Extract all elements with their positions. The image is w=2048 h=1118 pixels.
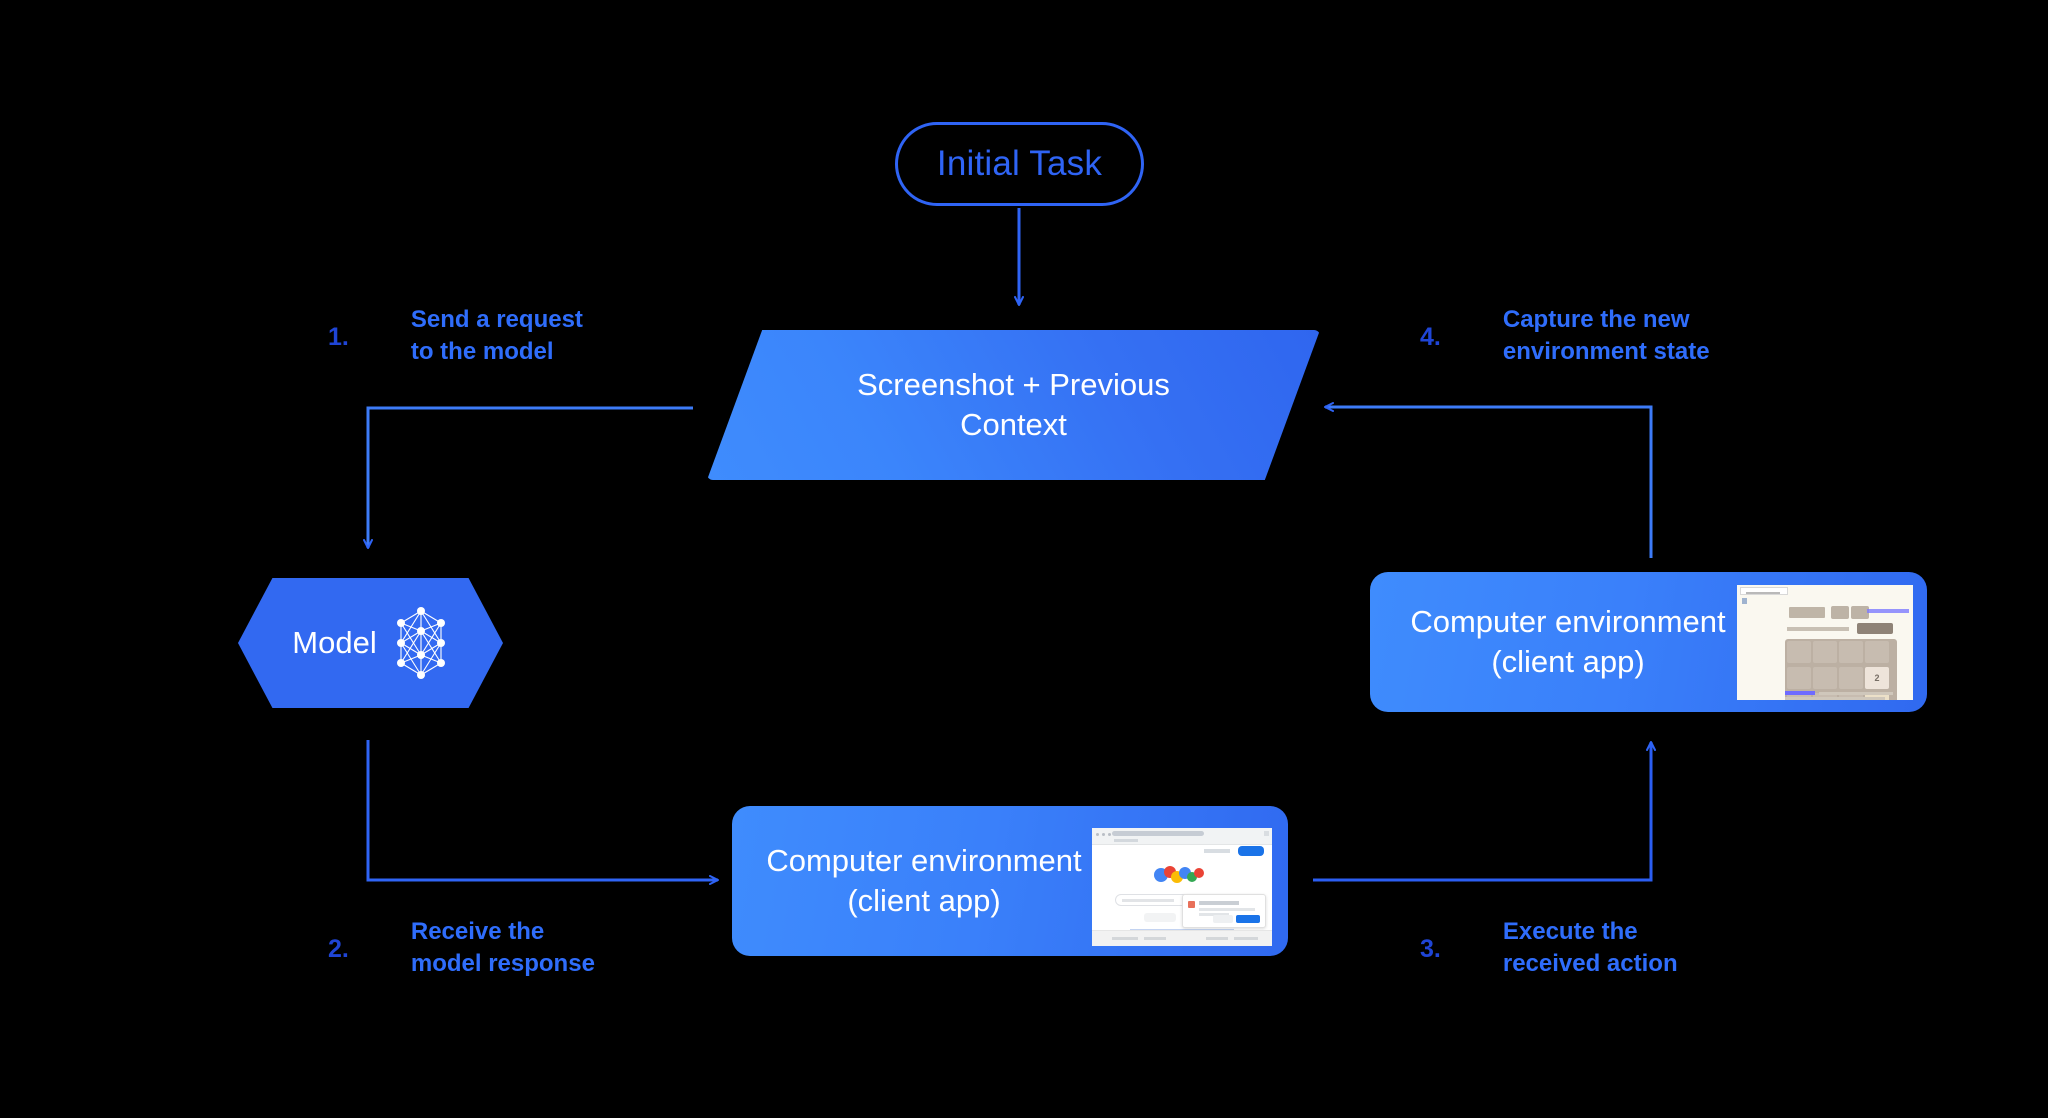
wire-model-to-env-bottom <box>366 740 719 885</box>
sign-in-button[interactable] <box>1238 846 1264 856</box>
footer-text-2 <box>1785 697 1885 700</box>
step-1-number: 1. <box>328 323 349 351</box>
score-box <box>1831 606 1849 619</box>
wire-env-bottom-to-env-right <box>1313 741 1656 882</box>
parallelogram-shape <box>707 330 1320 480</box>
window-close-icon[interactable] <box>1264 831 1269 836</box>
instructions-text <box>1787 627 1849 631</box>
thumbnail-google-search <box>1092 828 1272 946</box>
new-game-button[interactable] <box>1857 623 1893 634</box>
step-3: 3. Execute the received action <box>1420 916 1678 979</box>
wire-env-right-to-context <box>1324 402 1653 558</box>
popup-cancel-button[interactable] <box>1213 915 1233 923</box>
browser-chrome-bar <box>1092 828 1272 845</box>
step-4: 4. Capture the new environment state <box>1420 304 1710 367</box>
step-3-number: 3. <box>1420 935 1441 963</box>
page-footer <box>1092 930 1272 946</box>
top-right-links <box>1204 849 1230 853</box>
step-2-text: Receive the model response <box>410 918 595 977</box>
url-bar[interactable] <box>1112 831 1204 836</box>
thumbnail-2048-game: 2 4 4 8 <box>1737 585 1913 700</box>
step-1: 1. Send a request to the model <box>328 304 583 367</box>
best-score-box <box>1851 606 1869 619</box>
google-logo <box>1154 866 1204 883</box>
site-logo-2048 <box>1789 607 1825 618</box>
wire-context-to-model <box>363 406 693 549</box>
node-model[interactable]: Model <box>238 578 503 708</box>
browser-popup-dialog[interactable] <box>1182 894 1266 928</box>
game-board: 2 4 4 8 <box>1785 639 1897 700</box>
footer-link <box>1785 691 1815 695</box>
footer-text <box>1819 692 1893 695</box>
bookmark-bar <box>1114 839 1138 842</box>
step-1-text: Send a request to the model <box>410 306 583 365</box>
browser-tab <box>1740 587 1788 595</box>
node-screenshot-context[interactable]: Screenshot + Previous Context <box>707 330 1320 480</box>
search-placeholder <box>1122 899 1174 902</box>
hexagon-shape <box>238 578 503 708</box>
header-link <box>1867 609 1909 613</box>
tile-2: 2 <box>1865 667 1889 689</box>
google-search-button[interactable] <box>1144 913 1176 922</box>
node-initial-task[interactable]: Initial Task <box>895 122 1144 206</box>
popup-confirm-button[interactable] <box>1236 915 1260 923</box>
step-3-text: Execute the received action <box>1502 918 1678 977</box>
node-computer-environment-bottom[interactable]: Computer environment (client app) <box>732 806 1288 956</box>
favicon-icon <box>1742 598 1747 604</box>
step-2: 2. Receive the model response <box>328 916 595 979</box>
step-2-number: 2. <box>328 935 349 963</box>
step-4-number: 4. <box>1420 323 1441 351</box>
initial-task-label: Initial Task <box>936 144 1103 183</box>
step-4-text: Capture the new environment state <box>1502 306 1710 365</box>
popup-icon <box>1188 901 1195 908</box>
node-computer-environment-right[interactable]: Computer environment (client app) 2 <box>1370 572 1927 712</box>
